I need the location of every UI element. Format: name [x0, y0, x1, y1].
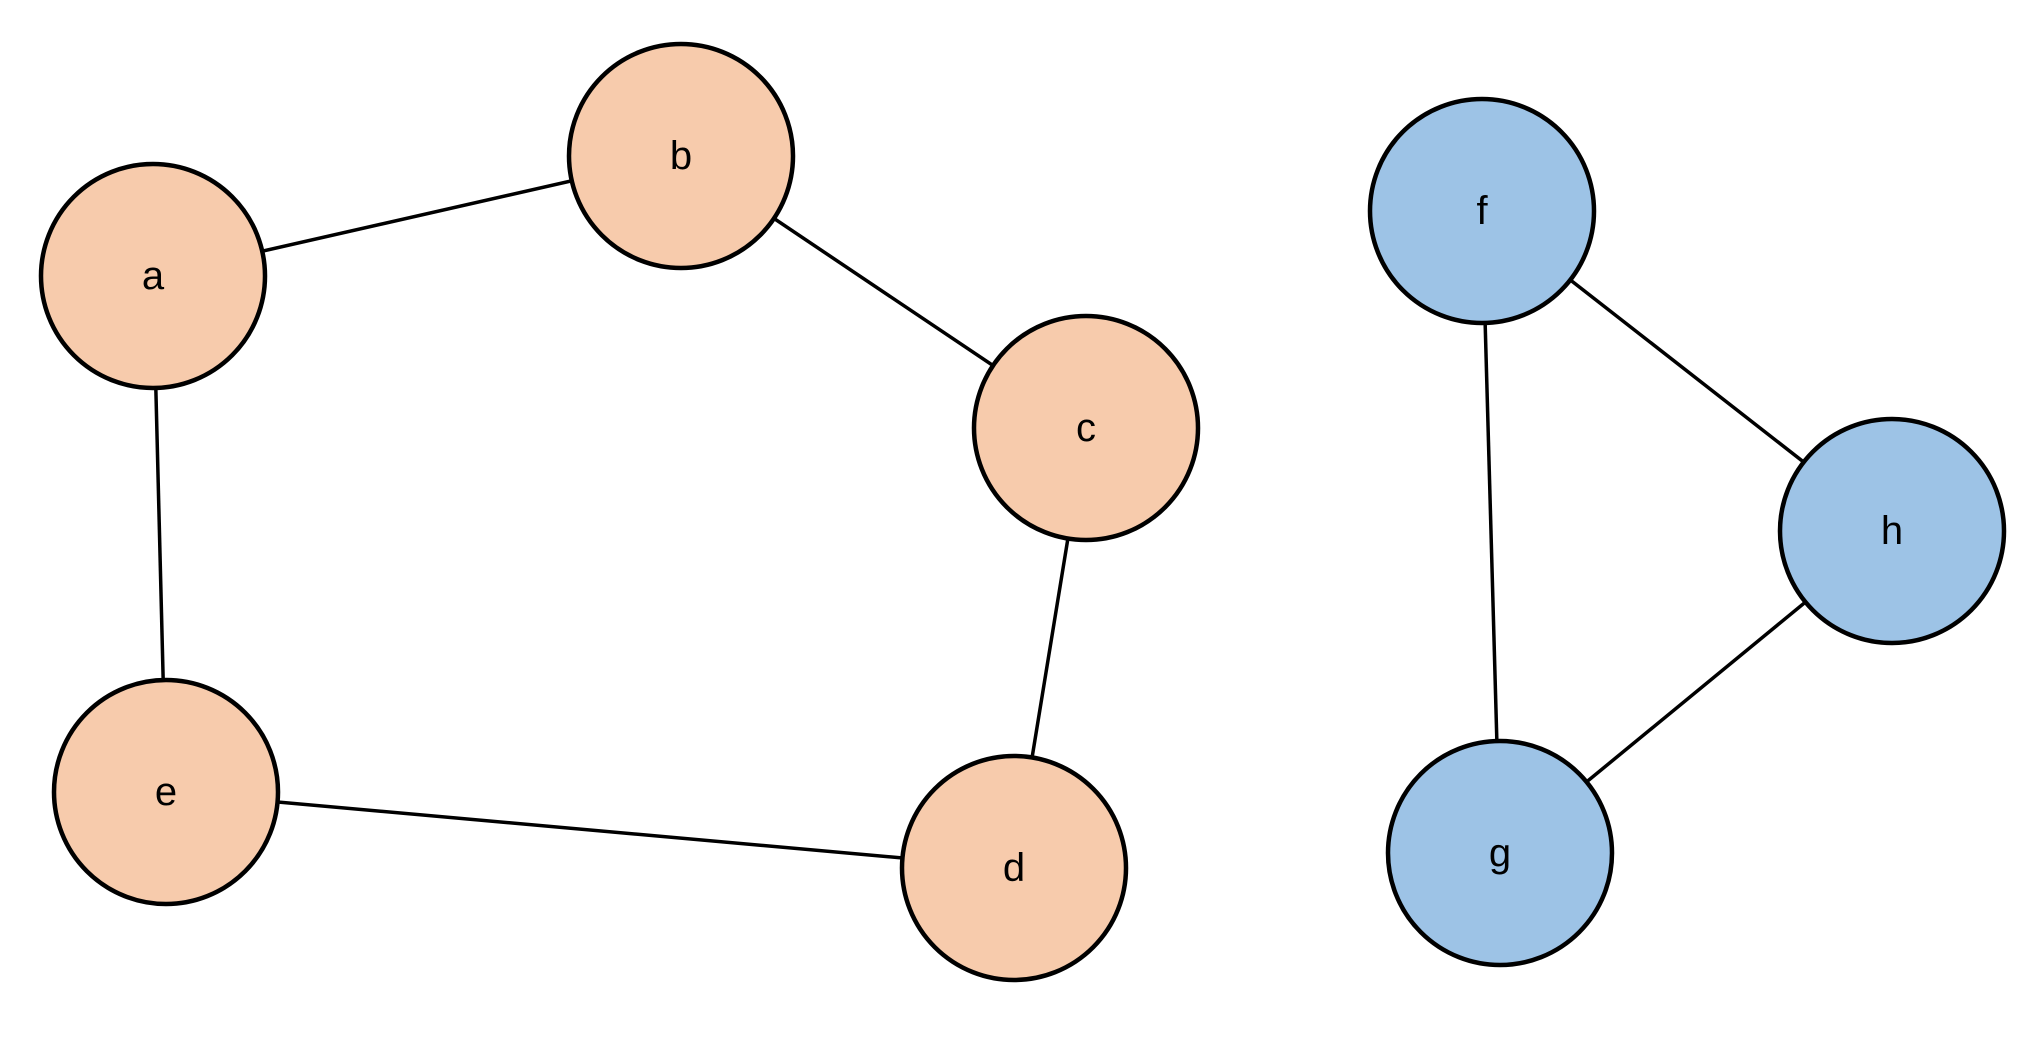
node-label-b: b: [670, 134, 692, 178]
node-label-h: h: [1881, 509, 1903, 553]
node-d: d: [899, 753, 1129, 983]
node-label-f: f: [1476, 189, 1488, 233]
node-c: c: [971, 313, 1201, 543]
node-label-g: g: [1489, 831, 1511, 875]
node-circle-g: [1385, 738, 1615, 968]
node-circle-f: [1367, 96, 1597, 326]
node-e: e: [51, 677, 281, 907]
node-circle-d: [899, 753, 1129, 983]
node-circle-h: [1777, 416, 2007, 646]
node-circle-c: [971, 313, 1201, 543]
node-label-c: c: [1076, 406, 1096, 450]
node-circle-a: [38, 161, 268, 391]
node-circle-e: [51, 677, 281, 907]
nodes-layer: a b c d e f g h: [38, 41, 2007, 983]
node-circle-b: [566, 41, 796, 271]
node-b: b: [566, 41, 796, 271]
node-label-e: e: [155, 770, 177, 814]
node-f: f: [1367, 96, 1597, 326]
node-g: g: [1385, 738, 1615, 968]
node-h: h: [1777, 416, 2007, 646]
node-a: a: [38, 161, 268, 391]
edge-d-e: [165, 790, 1015, 870]
node-label-d: d: [1003, 846, 1025, 890]
node-label-a: a: [142, 254, 165, 298]
